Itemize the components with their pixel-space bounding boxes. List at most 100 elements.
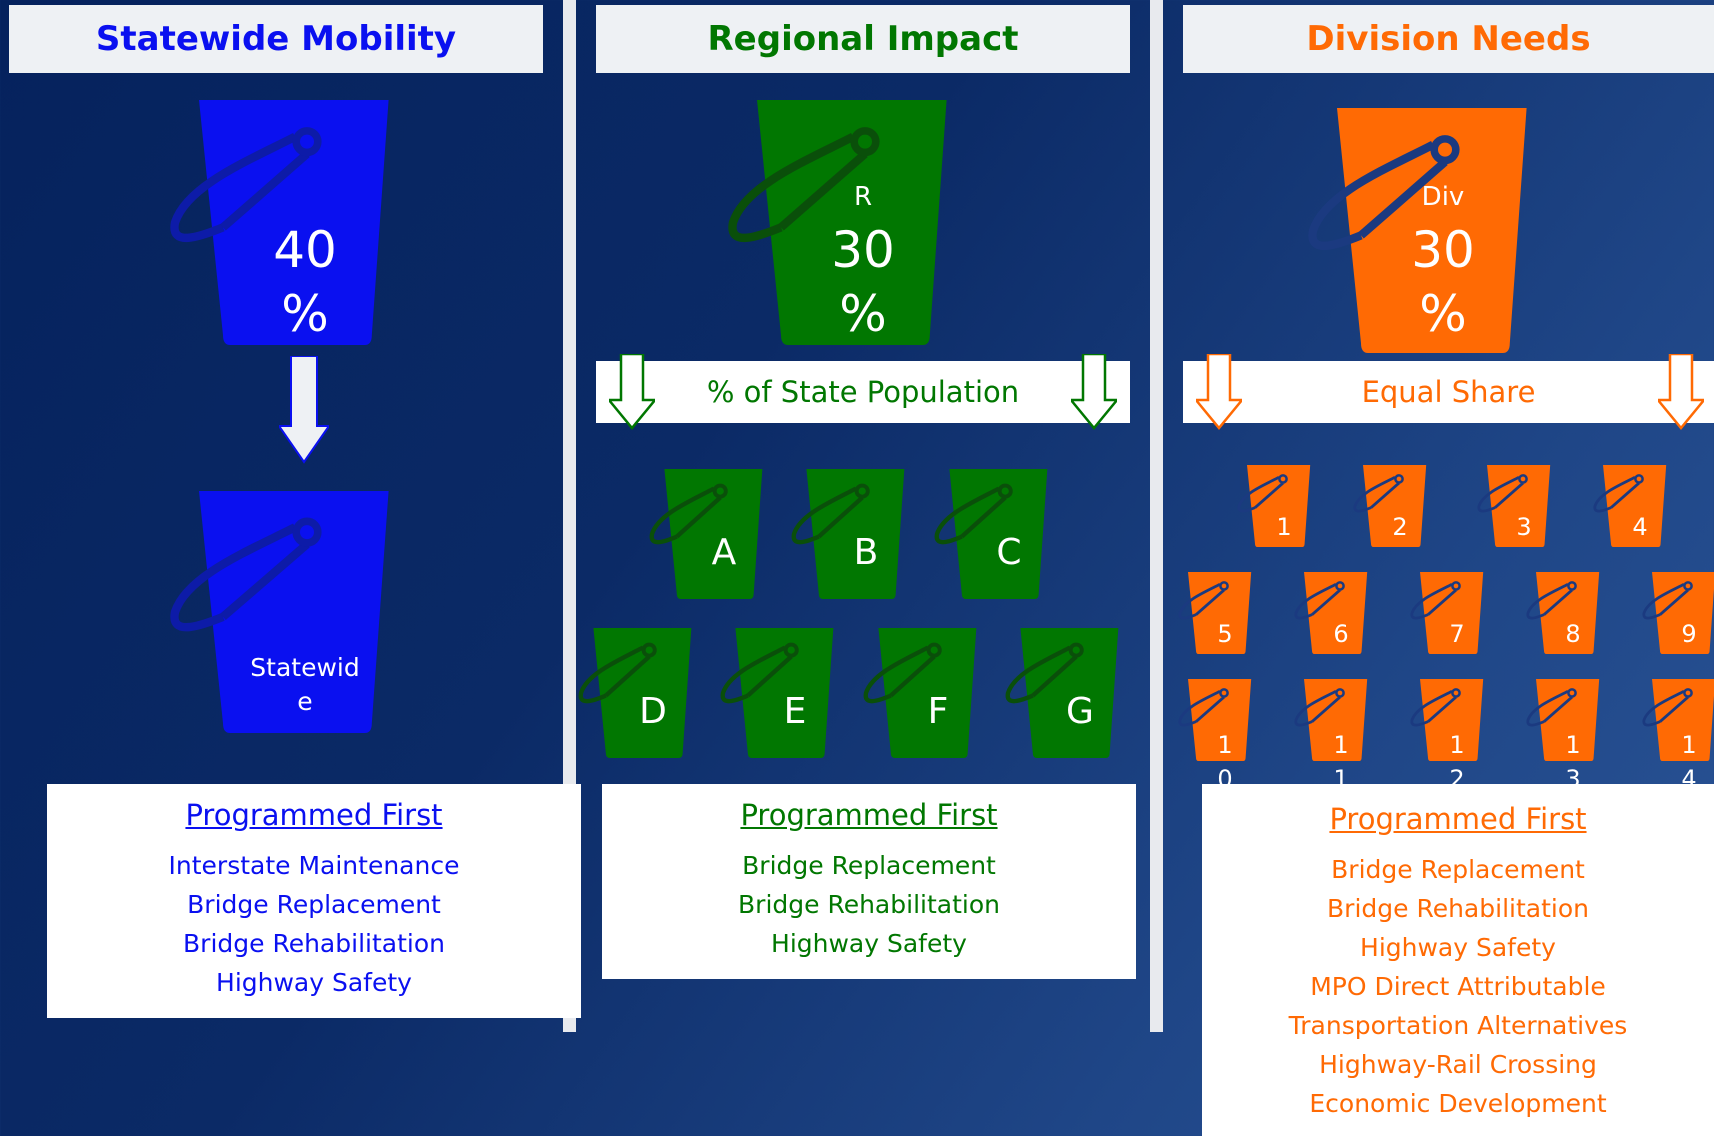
bucket-handle-ring bbox=[783, 642, 799, 658]
division-sub-bucket-icon: 1 2 bbox=[1410, 679, 1492, 793]
statewide-card-title: Programmed First bbox=[185, 798, 443, 832]
down-arrow-icon bbox=[1655, 352, 1707, 434]
bucket-handle-ring bbox=[1567, 581, 1577, 591]
division-sub-label-line1: 8 bbox=[1565, 620, 1581, 648]
statewide-percentage: 40 bbox=[273, 221, 337, 279]
statewide-programmed-card: Programmed First Interstate Maintenance … bbox=[47, 784, 581, 1018]
division-title: Division Needs bbox=[1306, 19, 1591, 59]
division-sub-bucket-icon: 4 bbox=[1593, 465, 1675, 547]
bucket-handle-ring bbox=[1430, 135, 1460, 165]
bucket-handle-ring bbox=[1219, 688, 1229, 698]
regional-percentage: 30 bbox=[831, 221, 895, 279]
bucket-handle-arm bbox=[220, 150, 310, 231]
bucket-handle-ring bbox=[1068, 642, 1084, 658]
division-percent-sign: % bbox=[1419, 285, 1467, 343]
bucket-handle-arm bbox=[889, 654, 936, 698]
statewide-percent-sign: % bbox=[281, 285, 329, 343]
division-sub-bucket-icon: 1 bbox=[1237, 465, 1319, 547]
list-item: MPO Direct Attributable bbox=[1310, 972, 1606, 1001]
division-sub-label-line1: 1 bbox=[1449, 731, 1465, 759]
list-item: Transportation Alternatives bbox=[1288, 1011, 1628, 1040]
regional-bucket-icon: R 30 % bbox=[728, 100, 973, 345]
bucket-handle-arm bbox=[1311, 588, 1341, 616]
bucket-handle-ring bbox=[292, 517, 322, 547]
list-item: Bridge Replacement bbox=[1331, 855, 1585, 884]
regional-sub-label: B bbox=[853, 532, 879, 573]
bucket-handle-arm bbox=[675, 495, 722, 539]
column-divider-left bbox=[563, 0, 576, 1032]
regional-sub-bucket-icon: B bbox=[791, 469, 918, 599]
bucket-handle bbox=[1642, 583, 1685, 620]
bucket-handle bbox=[1526, 583, 1569, 620]
bucket-handle bbox=[649, 486, 716, 545]
division-bucket-partial-label: Div bbox=[1421, 182, 1465, 212]
bucket-handle-arm bbox=[1358, 158, 1448, 239]
statewide-bucket-icon: 40 % bbox=[170, 100, 415, 345]
bucket-handle-arm bbox=[1254, 481, 1284, 509]
bucket-handle-arm bbox=[220, 541, 310, 621]
statewide-sub-bucket-icon: Statewid e bbox=[170, 491, 415, 733]
list-item: Bridge Rehabilitation bbox=[183, 929, 445, 958]
regional-sub-bucket-icon: A bbox=[649, 469, 776, 599]
bucket-handle-ring bbox=[712, 483, 728, 499]
bucket-handle-ring bbox=[854, 483, 870, 499]
bucket-handle bbox=[1178, 690, 1221, 727]
division-card-list: Bridge Replacement Bridge Rehabilitation… bbox=[1202, 850, 1714, 1123]
list-item: Highway Safety bbox=[1360, 933, 1556, 962]
bucket-handle-arm bbox=[1659, 588, 1689, 616]
list-item: Economic Development bbox=[1309, 1089, 1607, 1118]
division-bucket-icon: Div 30 % bbox=[1308, 108, 1553, 353]
regional-programmed-card: Programmed First Bridge Replacement Brid… bbox=[602, 784, 1136, 979]
bucket-handle bbox=[863, 645, 930, 704]
bucket-handle-arm bbox=[746, 654, 793, 698]
regional-sub-bucket-icon: C bbox=[934, 469, 1061, 599]
list-item: Highway-Rail Crossing bbox=[1319, 1050, 1597, 1079]
list-item: Bridge Rehabilitation bbox=[1327, 894, 1589, 923]
division-sub-bucket-icon: 8 bbox=[1526, 572, 1608, 654]
bucket-handle bbox=[578, 645, 645, 704]
list-item: Highway Safety bbox=[216, 968, 412, 997]
division-sub-label-line1: 1 bbox=[1681, 731, 1697, 759]
bucket-handle bbox=[720, 645, 787, 704]
statewide-card-list: Interstate Maintenance Bridge Replacemen… bbox=[47, 846, 581, 1002]
regional-card-title: Programmed First bbox=[740, 798, 998, 832]
regional-sub-bucket-icon: G bbox=[1005, 628, 1132, 758]
division-sub-bucket-icon: 1 3 bbox=[1526, 679, 1608, 793]
division-sub-label-line1: 2 bbox=[1392, 513, 1408, 541]
regional-sub-bucket-icon: D bbox=[578, 628, 705, 758]
bucket-handle bbox=[1294, 583, 1337, 620]
bucket-handle bbox=[1237, 476, 1280, 513]
division-distribution-band: Equal Share bbox=[1183, 361, 1714, 423]
division-sub-label-line1: 1 bbox=[1333, 731, 1349, 759]
bucket-handle-arm bbox=[1311, 695, 1341, 723]
division-percentage: 30 bbox=[1411, 221, 1475, 279]
bucket-handle-arm bbox=[1427, 695, 1457, 723]
bucket-handle bbox=[1526, 690, 1569, 727]
bucket-handle bbox=[170, 133, 297, 243]
division-sub-bucket-icon: 1 1 bbox=[1294, 679, 1376, 793]
regional-card-list: Bridge Replacement Bridge Rehabilitation… bbox=[602, 846, 1136, 963]
bucket-handle-arm bbox=[778, 150, 868, 231]
bucket-handle-ring bbox=[997, 483, 1013, 499]
bucket-handle-ring bbox=[1278, 474, 1288, 484]
regional-sub-label: A bbox=[711, 532, 737, 573]
statewide-title: Statewide Mobility bbox=[95, 19, 457, 59]
bucket-handle-arm bbox=[1427, 588, 1457, 616]
division-band-label: Equal Share bbox=[1361, 375, 1536, 409]
regional-percent-sign: % bbox=[839, 285, 887, 343]
regional-sub-label: C bbox=[996, 532, 1022, 573]
bucket-handle bbox=[1353, 476, 1396, 513]
bucket-handle-ring bbox=[1567, 688, 1577, 698]
regional-sub-label: G bbox=[1066, 691, 1094, 732]
bucket-handle bbox=[1294, 690, 1337, 727]
down-arrow-icon bbox=[606, 352, 658, 434]
bucket-handle bbox=[1642, 690, 1685, 727]
bucket-handle bbox=[791, 486, 858, 545]
division-sub-bucket-icon: 2 bbox=[1353, 465, 1435, 547]
division-header: Division Needs bbox=[1183, 5, 1714, 73]
regional-distribution-band: % of State Population bbox=[596, 361, 1130, 423]
bucket-handle-ring bbox=[1683, 688, 1693, 698]
bucket-handle bbox=[1178, 583, 1221, 620]
division-sub-bucket-icon: 5 bbox=[1178, 572, 1260, 654]
bucket-handle-ring bbox=[1219, 581, 1229, 591]
